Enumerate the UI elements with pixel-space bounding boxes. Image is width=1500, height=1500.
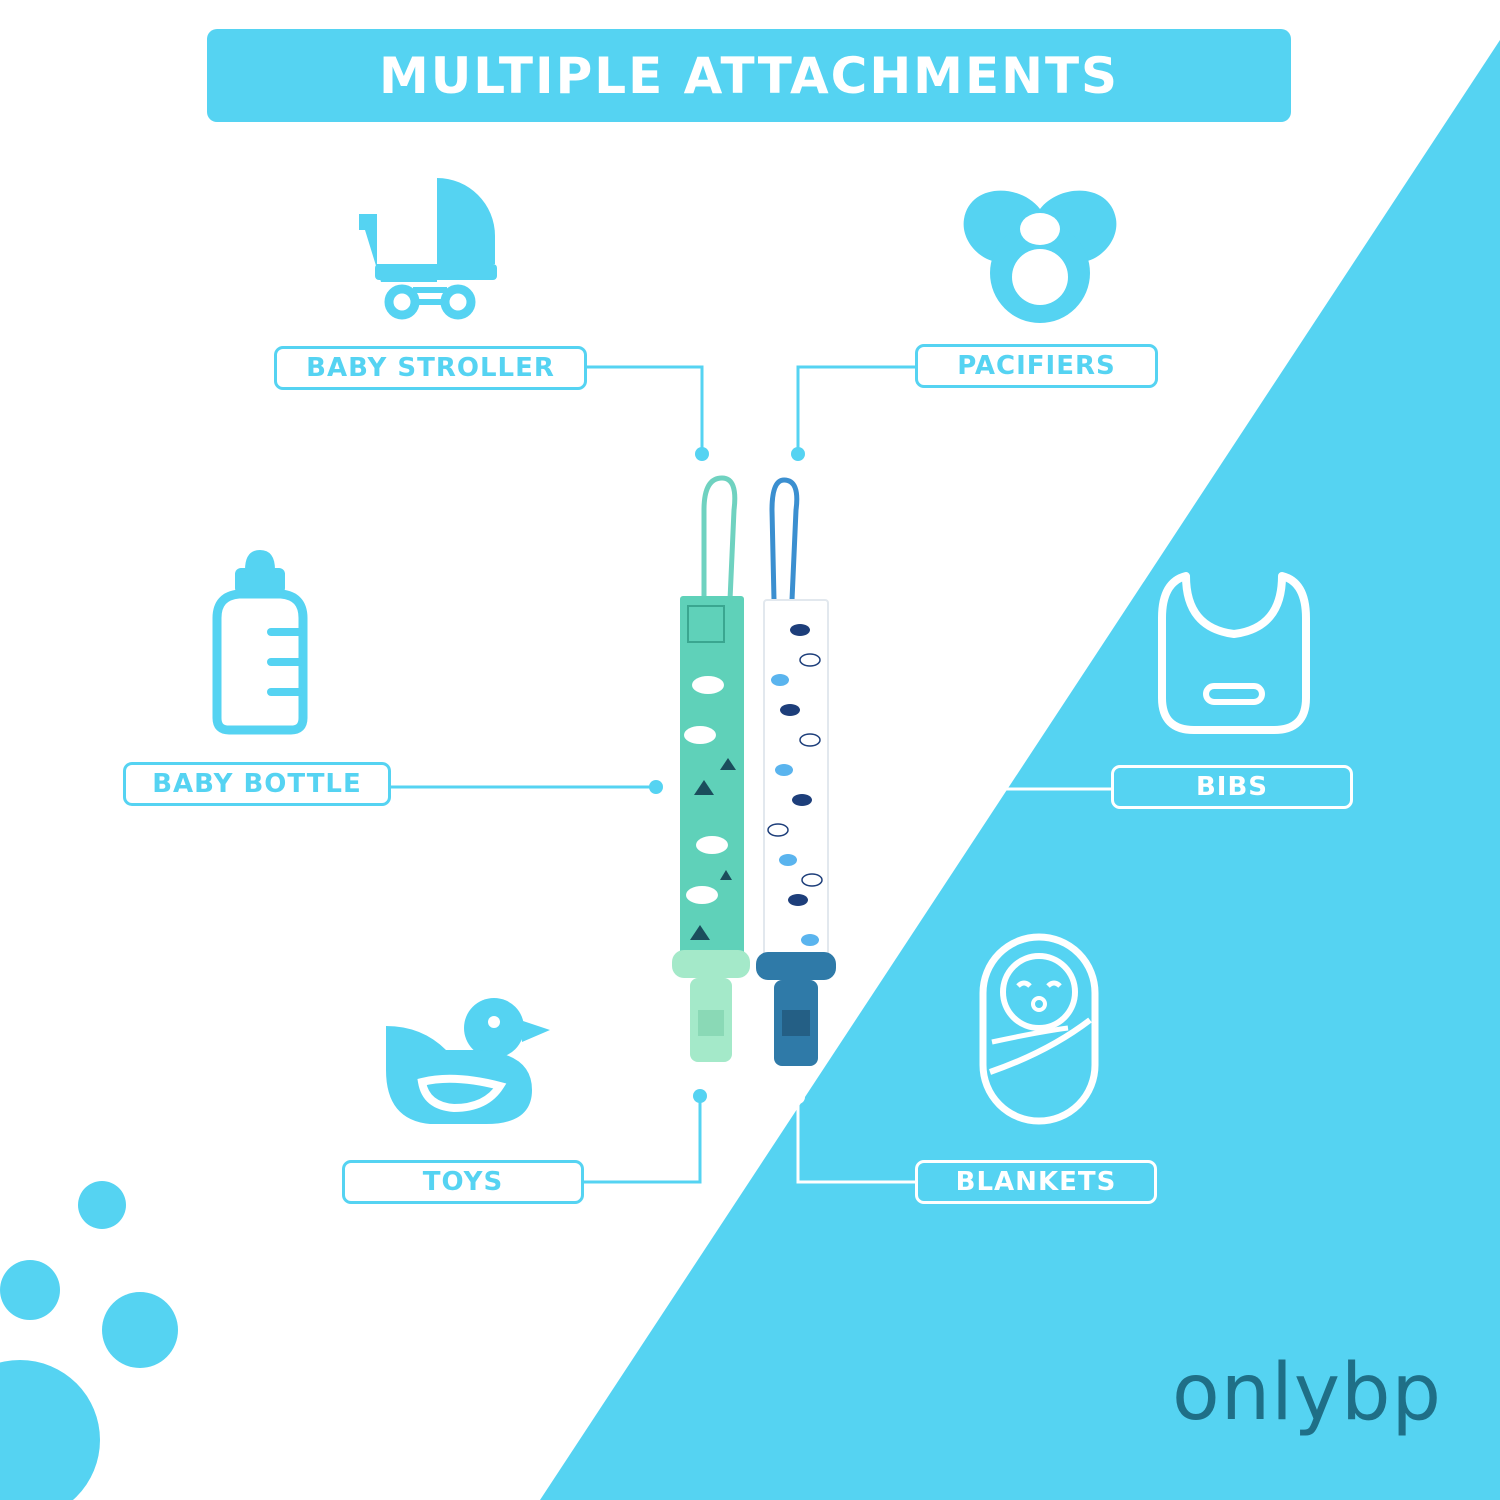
decor-bubble [0,1260,60,1320]
title-banner: MULTIPLE ATTACHMENTS [207,29,1291,122]
label-blankets: BLANKETS [915,1160,1157,1204]
swaddled-baby-icon [979,933,1099,1125]
pacifier-clips-photo [672,475,836,1066]
decor-bubble [102,1292,178,1368]
label-toys: TOYS [342,1160,584,1204]
connector-lines-right [796,787,1111,1184]
duck-toy-icon [386,998,550,1124]
blue-diagonal-panel [540,40,1500,1500]
stroller-icon [359,178,497,320]
page-title: MULTIPLE ATTACHMENTS [378,46,1120,105]
decor-bubble [0,1360,100,1500]
label-pacifiers: PACIFIERS [915,344,1158,388]
bib-icon [1158,572,1310,734]
pacifier-icon [963,190,1117,323]
connector-dots [649,447,805,1103]
white-strap [763,599,829,961]
connector-lines-left [390,365,915,1184]
label-baby-bottle: BABY BOTTLE [123,762,391,806]
baby-bottle-icon [212,550,308,735]
label-bibs: BIBS [1111,765,1353,809]
label-baby-stroller: BABY STROLLER [274,346,587,390]
brand-logo: onlybp [1172,1348,1443,1438]
decor-bubble [78,1181,126,1229]
